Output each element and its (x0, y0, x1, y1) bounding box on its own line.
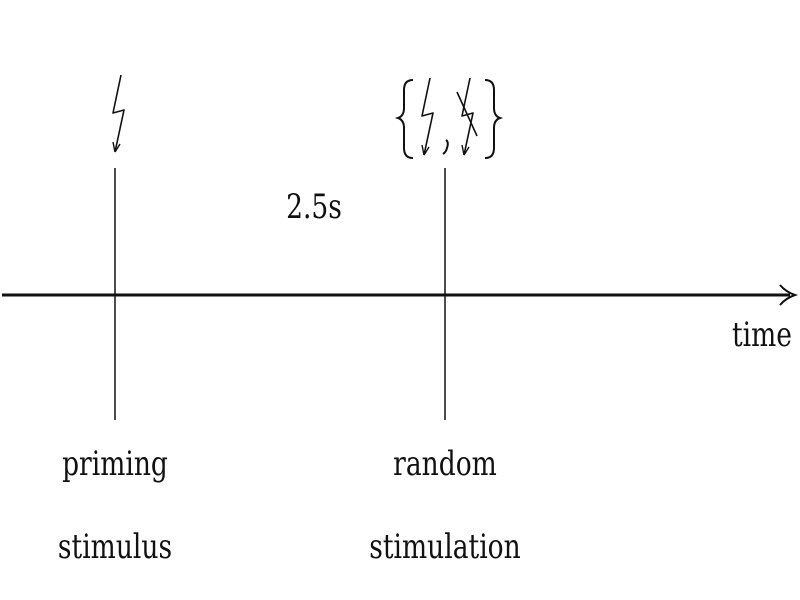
interval-label: 2.5s (286, 187, 342, 227)
lightning-bolt-icon (421, 77, 434, 156)
time-axis-label: time (732, 315, 792, 355)
random-label-line2: stimulation (369, 527, 521, 567)
left-brace-icon (394, 79, 414, 159)
lightning-bolt-icon (112, 74, 125, 153)
random-label-line1: random (393, 444, 497, 484)
right-brace-icon (484, 79, 504, 159)
set-comma (442, 139, 449, 155)
time-axis-arrowhead (779, 284, 799, 306)
priming-label-line2: stimulus (57, 527, 173, 567)
priming-label-line1: priming (62, 444, 168, 484)
crossed-lightning-bolt-icon (456, 77, 478, 156)
